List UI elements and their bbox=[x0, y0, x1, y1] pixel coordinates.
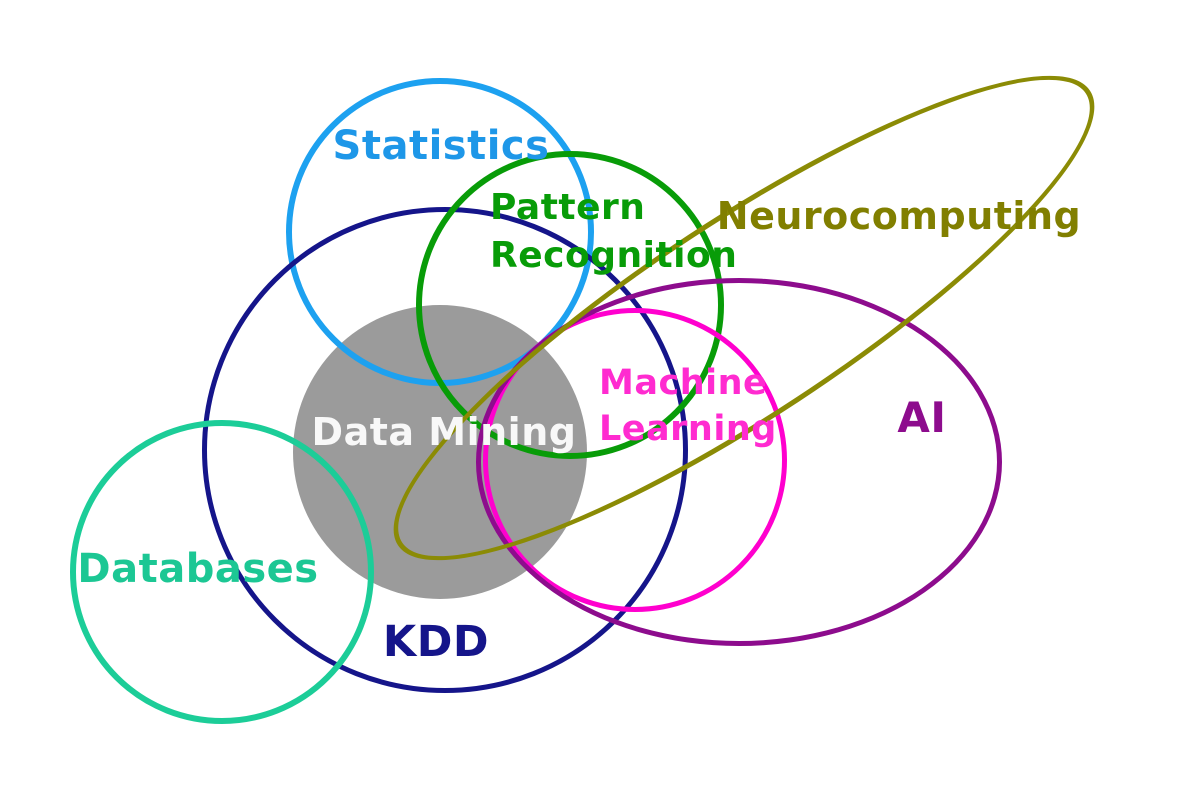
pattern-recognition-label: Pattern Recognition bbox=[490, 187, 738, 276]
ai-label: AI bbox=[897, 393, 947, 442]
databases-circle bbox=[70, 420, 374, 724]
neurocomputing-label: Neurocomputing bbox=[716, 194, 1082, 238]
ai-ellipse bbox=[476, 278, 1002, 646]
machine-learning-label: Machine Learning bbox=[599, 363, 777, 449]
statistics-label: Statistics bbox=[332, 123, 550, 169]
data-mining-label: Data Mining bbox=[311, 410, 577, 454]
kdd-label: KDD bbox=[382, 617, 490, 667]
databases-label: Databases bbox=[77, 546, 319, 592]
